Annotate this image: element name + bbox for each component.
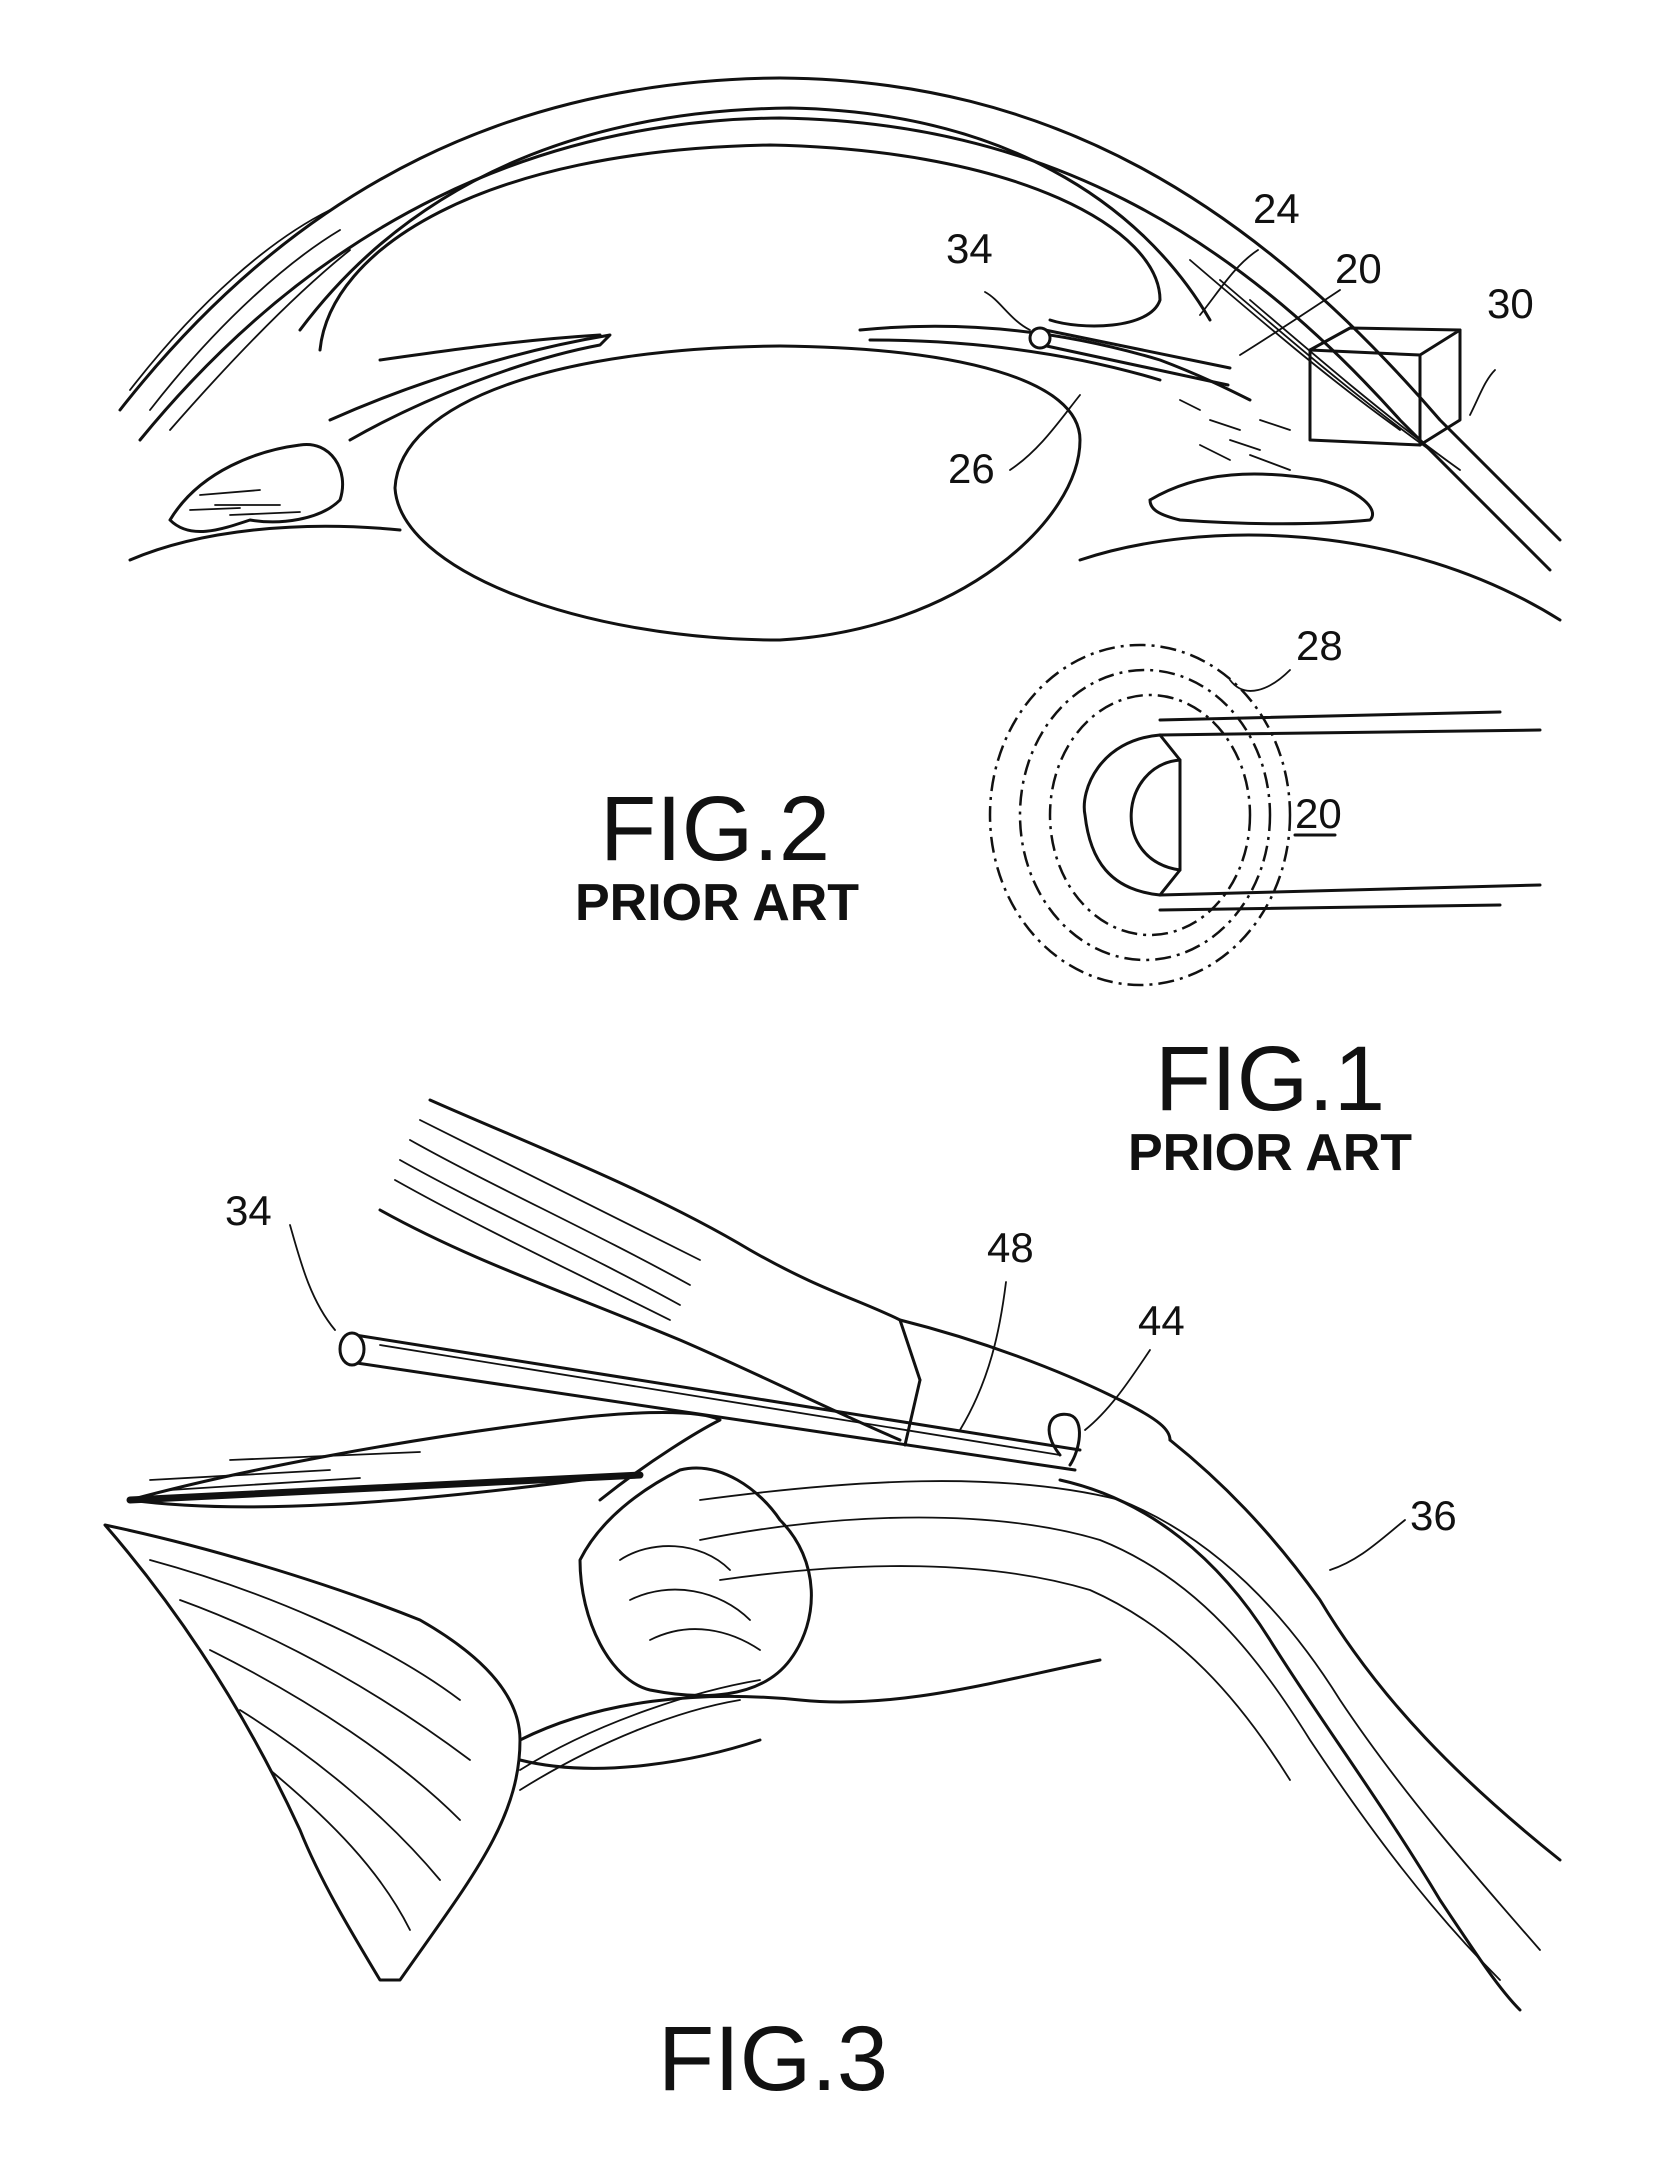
fig1-ref-28: 28 (1296, 622, 1343, 669)
fig2-ref-26: 26 (948, 445, 995, 492)
fig2-caption: FIG.2 (600, 778, 830, 880)
fig1-prior-art-label: PRIOR ART (1128, 1124, 1412, 1182)
fig3-ref-34: 34 (225, 1187, 272, 1234)
fig1-ref-20: 20 (1295, 790, 1342, 837)
fig2-ref-30: 30 (1487, 280, 1534, 327)
fig2-drawing (120, 78, 1560, 640)
fig2-prior-art-label: PRIOR ART (575, 874, 859, 932)
fig3-ref-48: 48 (987, 1224, 1034, 1271)
fig2-ref-34: 34 (946, 225, 993, 272)
fig2-ref-24: 24 (1253, 185, 1300, 232)
fig1-caption: FIG.1 (1155, 1028, 1385, 1130)
fig3-ref-44: 44 (1138, 1297, 1185, 1344)
fig3-drawing (105, 1100, 1560, 2010)
fig2-ref-20: 20 (1335, 245, 1382, 292)
fig3-caption: FIG.3 (658, 2008, 888, 2110)
fig3-ref-36: 36 (1410, 1492, 1457, 1539)
fig1-drawing (990, 645, 1540, 985)
